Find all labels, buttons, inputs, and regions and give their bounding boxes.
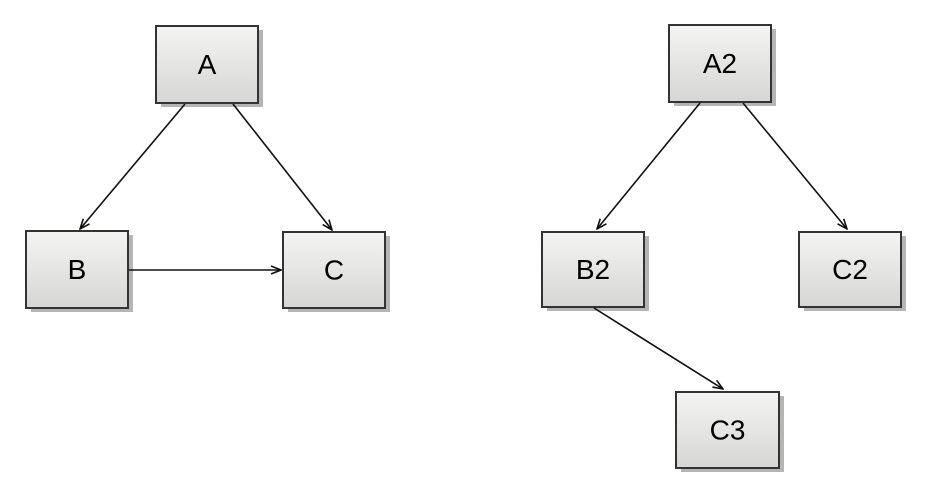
edge-A2-B2[interactable] [597,102,701,229]
node-B2[interactable]: B2 [541,231,649,311]
node-box[interactable] [25,230,129,309]
node-A[interactable]: A [155,25,263,107]
node-label: C2 [832,254,868,285]
node-B[interactable]: B [25,230,133,312]
node-box[interactable] [675,391,780,469]
node-label: C [324,255,344,286]
node-box[interactable] [668,24,772,103]
node-box[interactable] [798,231,902,308]
node-box[interactable] [541,231,645,308]
node-label: B [68,254,87,285]
node-C[interactable]: C [282,231,390,312]
edge-A-B[interactable] [80,103,186,229]
node-label: C3 [710,415,746,446]
node-box[interactable] [155,25,259,104]
node-label: A [198,49,217,80]
node-label: A2 [703,48,737,79]
edge-A2-C2[interactable] [742,102,847,229]
edge-B2-C3[interactable] [593,307,723,389]
node-C2[interactable]: C2 [798,231,906,311]
node-C3[interactable]: C3 [675,391,784,472]
edge-A-C[interactable] [232,103,332,230]
node-box[interactable] [282,231,386,309]
left-graph: A B C [25,25,390,312]
node-A2[interactable]: A2 [668,24,776,106]
node-label: B2 [576,254,610,285]
